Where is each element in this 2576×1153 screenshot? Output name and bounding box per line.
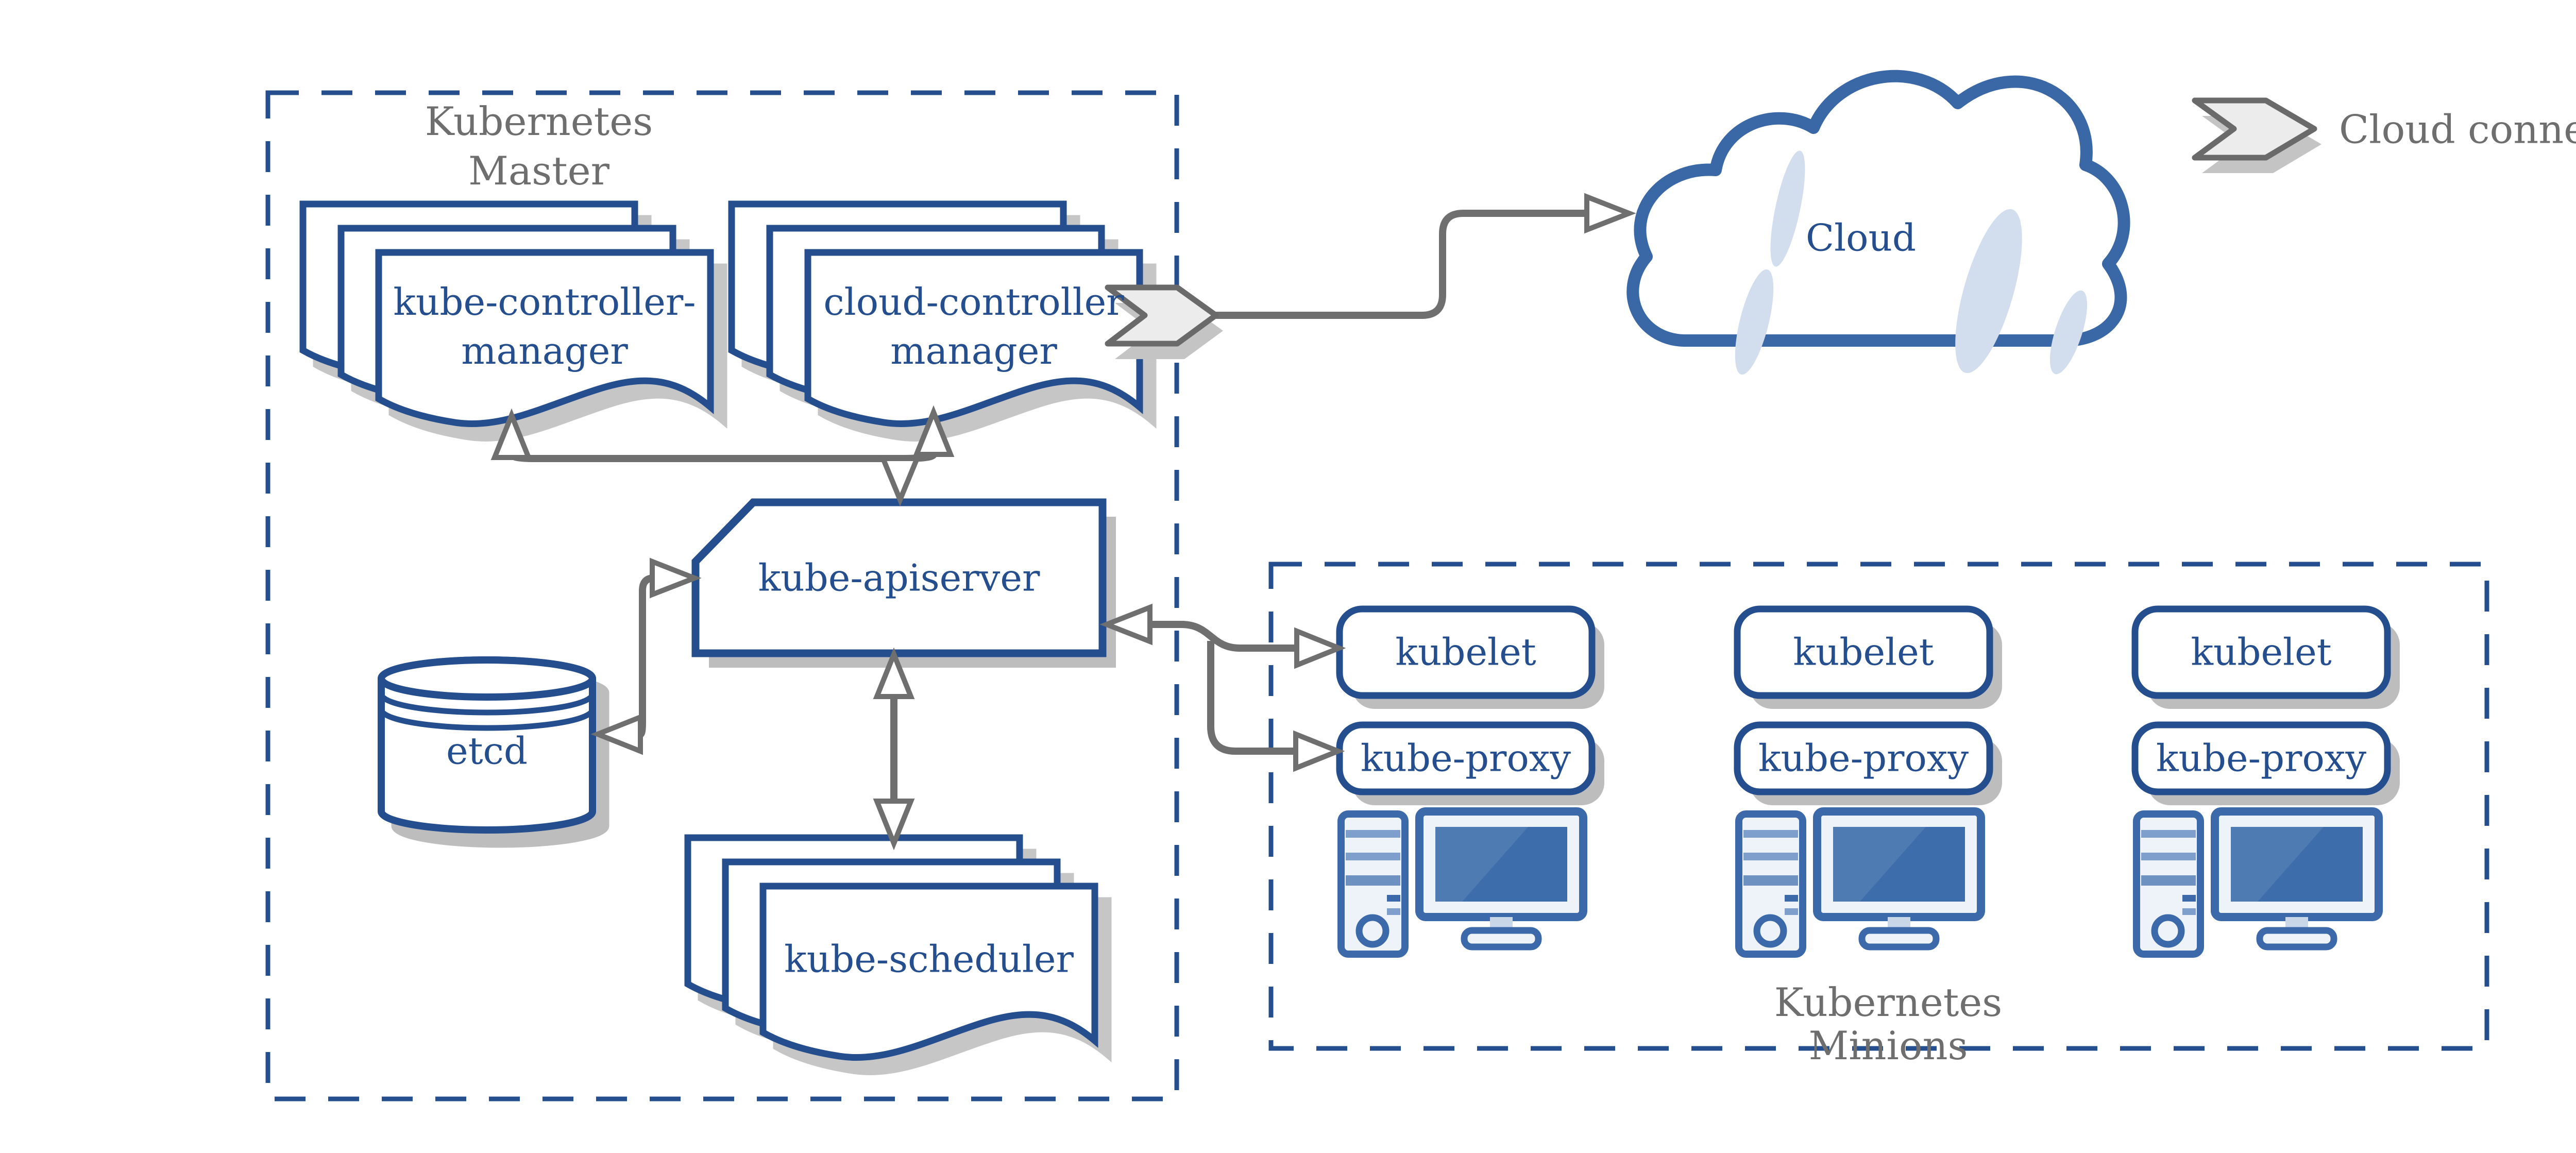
kube-proxy-label-node3: kube-proxy <box>2156 736 2367 780</box>
arrowhead-up-apiserver-bottom <box>873 647 915 699</box>
arrowhead-right-cloud <box>1584 193 1636 234</box>
minions-title-line2: Minions <box>1808 1023 1968 1069</box>
cloud-connector-chevron-icon <box>1105 284 1223 359</box>
arrowheads <box>490 193 1636 851</box>
master-title-line1: Kubernetes <box>425 98 653 144</box>
arrowhead-right-apiserver-left <box>650 557 702 599</box>
arrowhead-up-cloud-controller <box>912 405 955 457</box>
kube-scheduler-label: kube-scheduler <box>784 937 1074 981</box>
master-title-line2: Master <box>468 148 609 194</box>
arrowhead-right-kubelet <box>1294 627 1346 669</box>
kubelet-label-node1: kubelet <box>1395 630 1536 674</box>
etcd-cylinder <box>378 656 609 848</box>
kube-controller-manager-label: kube-controller- manager <box>393 278 696 376</box>
arrowhead-right-kubeproxy <box>1293 730 1345 772</box>
minions-title-line1: Kubernetes <box>1774 979 2003 1025</box>
cloud-controller-manager-line1: cloud-controller <box>823 280 1124 324</box>
connector-apiserver-to-kubelet <box>1150 621 1297 652</box>
kube-proxy-label-node1: kube-proxy <box>1360 736 1571 780</box>
kube-apiserver-shape <box>691 498 1116 668</box>
cloud-shine <box>1735 150 2088 375</box>
kube-apiserver-label: kube-apiserver <box>758 556 1040 600</box>
connector-apiserver-to-etcd <box>638 574 653 738</box>
legend-chevron-icon <box>2192 97 2321 173</box>
arrowhead-left-etcd <box>590 713 643 755</box>
arrowhead-up-kube-controller <box>490 408 533 460</box>
cloud-shape <box>1626 70 2130 375</box>
connector-controllers-to-apiserver <box>508 452 937 462</box>
connector-chevron-to-cloud <box>1216 210 1587 319</box>
master-title: Kubernetes Master <box>425 97 653 196</box>
etcd-label: etcd <box>446 729 528 773</box>
legend-cloud-connector-label: Cloud connector <box>2339 106 2576 152</box>
kube-proxy-label-node2: kube-proxy <box>1758 736 1969 780</box>
cloud-label: Cloud <box>1806 216 1916 260</box>
cloud-controller-manager-label: cloud-controller manager <box>823 278 1124 376</box>
master-boundary <box>265 90 1179 1101</box>
kubelet-label-node2: kubelet <box>1793 630 1934 674</box>
cloud-controller-manager-line2: manager <box>890 329 1057 372</box>
arrowhead-down-scheduler <box>873 799 915 851</box>
arrowhead-down-apiserver-top <box>879 456 921 507</box>
kube-controller-manager-line2: manager <box>461 329 628 372</box>
minions-boundary <box>1268 562 2489 1051</box>
minions-title: Kubernetes Minions <box>1774 981 2002 1067</box>
arrowhead-left-apiserver-right <box>1099 603 1153 646</box>
connector-apiserver-to-kubeproxy <box>1207 641 1296 755</box>
kube-controller-manager-line1: kube-controller- <box>393 280 696 324</box>
kubelet-label-node3: kubelet <box>2191 630 2332 674</box>
